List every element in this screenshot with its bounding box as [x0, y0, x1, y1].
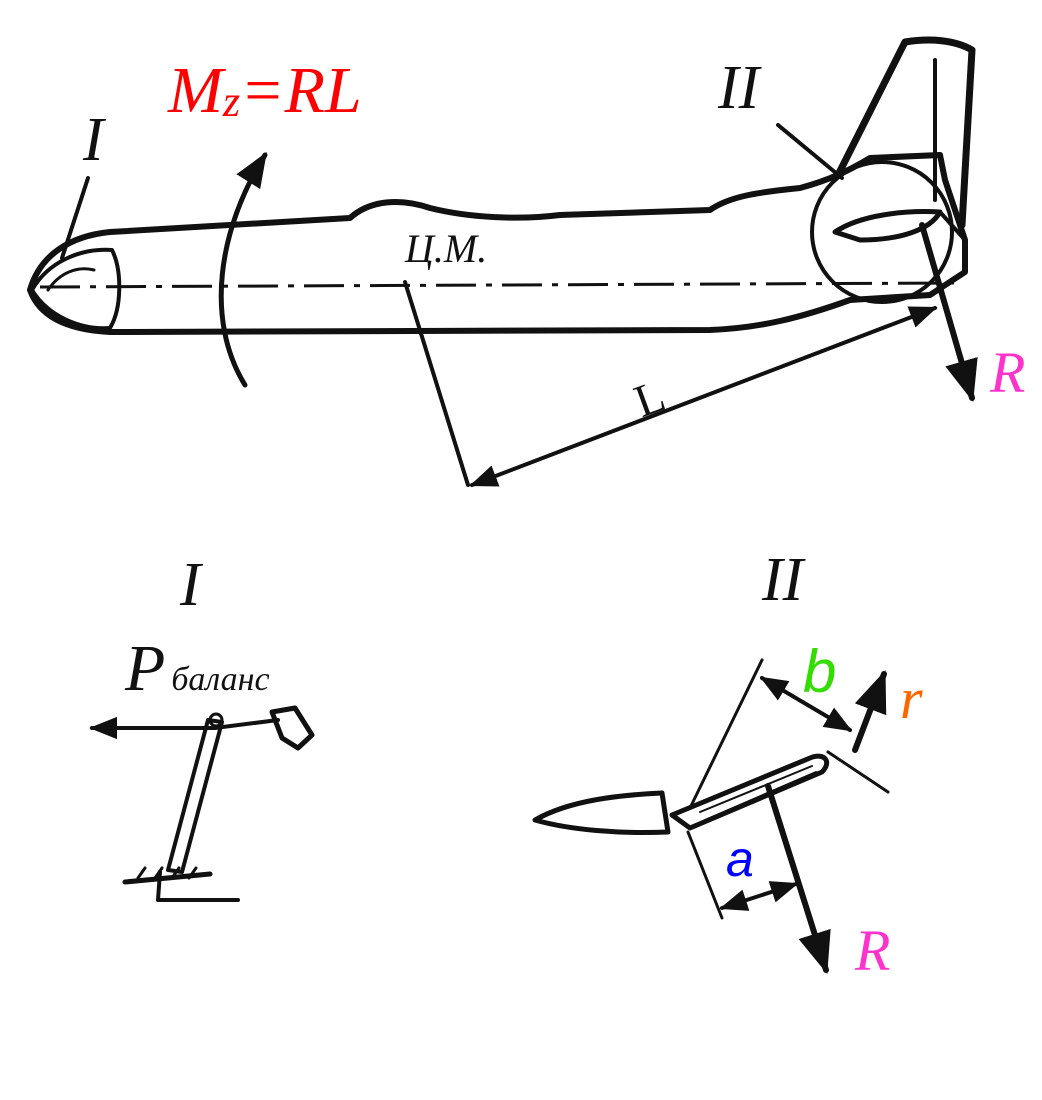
force-r-bottom-label: R: [854, 918, 890, 983]
force-r-top-arrow: [919, 222, 978, 403]
detail-ii-heading: II: [761, 546, 807, 614]
arm-b-dimension: [759, 676, 853, 732]
balance-force-p: P: [124, 632, 165, 705]
force-r-arrow: [852, 670, 887, 753]
detail-i-top-label: I: [82, 106, 107, 174]
arm-a-label: a: [726, 831, 754, 887]
arm-a-dimension: [719, 881, 799, 911]
lever-arm-label: L: [628, 370, 672, 428]
moment-m: M: [167, 54, 227, 127]
airplane-fuselage-icon: [27, 152, 968, 335]
moment-rest: =RL: [240, 54, 362, 127]
center-of-mass-label: Ц.М.: [404, 226, 487, 271]
moment-equation-label: Mz=RL: [167, 54, 362, 127]
rotation-arrow-icon: [218, 152, 268, 388]
stabilizer-section-icon: [532, 658, 890, 835]
vertical-stabilizer-icon: [810, 36, 976, 304]
force-r-top-label: R: [989, 340, 1025, 405]
lever-arm-dimension: [403, 280, 938, 487]
arm-b-label: b: [803, 638, 836, 705]
moment-z: z: [222, 77, 240, 126]
balance-weight-linkage-icon: [89, 705, 315, 902]
balance-force-sub: баланс: [171, 661, 269, 698]
detail-ii-top-label: II: [717, 54, 763, 122]
force-r-label: r: [900, 666, 923, 731]
detail-i-heading: I: [179, 551, 204, 619]
force-r-bottom-arrow: [765, 783, 831, 975]
